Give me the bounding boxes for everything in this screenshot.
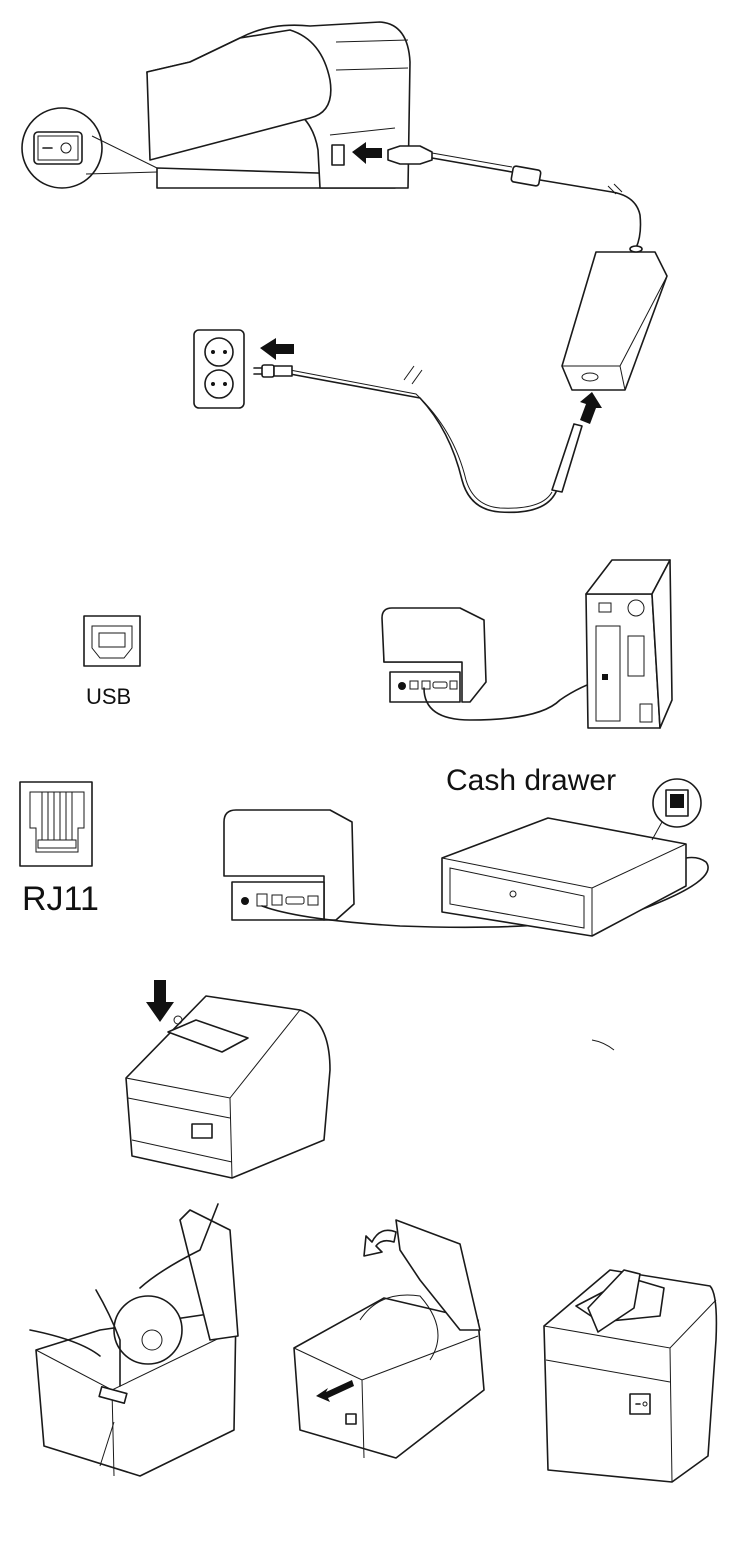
ac-cable xyxy=(289,365,583,514)
printer-rear-view xyxy=(381,607,487,703)
black-arrow-icon xyxy=(146,980,174,1022)
mains-plug xyxy=(253,364,293,378)
black-arrow-icon xyxy=(580,392,602,424)
load-paper-section xyxy=(0,1190,737,1490)
stray-mark xyxy=(591,1039,615,1051)
dc-cable xyxy=(387,145,642,249)
usb-label: USB xyxy=(86,684,132,709)
usb-connection-illustration xyxy=(83,559,673,729)
printer-open-pulling-paper xyxy=(293,1219,485,1459)
printer-side-view xyxy=(146,21,411,189)
cash-drawer-label: Cash drawer xyxy=(446,764,617,797)
cash-drawer-section: RJ11 Cash drawer xyxy=(0,760,737,940)
usb-cable xyxy=(423,677,607,721)
open-cover-illustration xyxy=(125,980,615,1179)
curved-arrow-icon xyxy=(363,1229,397,1257)
power-connection-section xyxy=(0,0,737,540)
black-arrow-icon xyxy=(260,338,294,360)
usb-b-port-icon xyxy=(83,615,141,667)
rj11-label: RJ11 xyxy=(22,880,99,918)
usb-connection-section: USB xyxy=(0,559,737,740)
computer-tower xyxy=(585,559,673,729)
printer-rear-view xyxy=(223,809,355,921)
power-connection-illustration xyxy=(21,21,668,514)
printer-front-closed xyxy=(125,995,331,1179)
load-paper-illustration xyxy=(29,1203,718,1483)
cash-drawer-illustration xyxy=(19,778,709,937)
rj11-port-icon xyxy=(19,781,93,867)
black-arrow-icon xyxy=(316,1380,354,1402)
black-arrow-icon xyxy=(352,142,382,164)
rj11-callout-icon xyxy=(651,778,702,841)
open-cover-section xyxy=(0,980,737,1180)
wall-outlet-icon xyxy=(193,329,245,409)
cash-drawer xyxy=(441,817,687,937)
printer-closed-paper-out xyxy=(543,1269,718,1483)
power-switch-icon xyxy=(21,107,158,189)
printer-open-inserting-roll xyxy=(29,1203,239,1477)
power-adapter xyxy=(561,245,668,391)
